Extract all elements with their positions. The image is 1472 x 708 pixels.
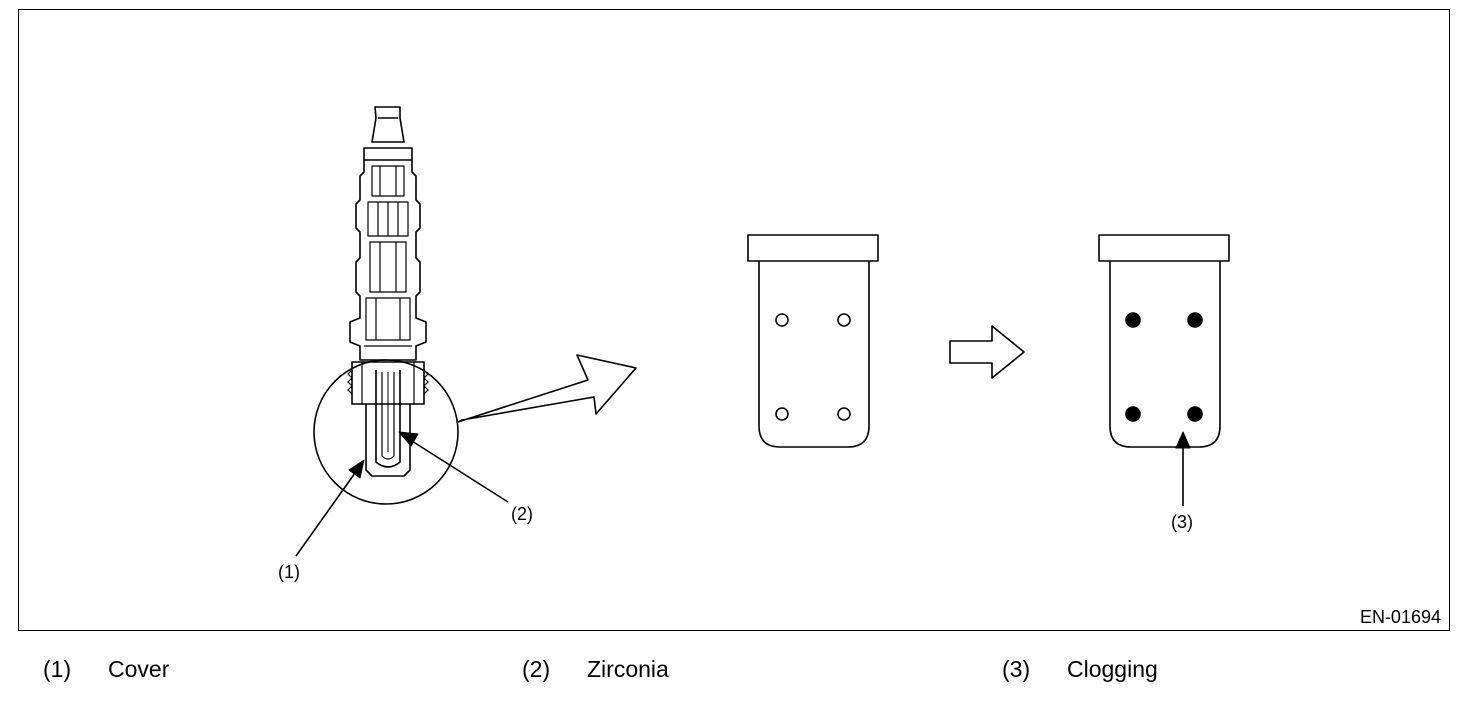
legend-label: Zirconia <box>587 656 669 682</box>
hole-clean <box>775 407 789 421</box>
leader-arrowhead-2 <box>398 431 419 447</box>
sensor-internals <box>364 165 412 347</box>
leader-line-1 <box>295 465 361 557</box>
leader-arrowhead-3 <box>1175 431 1191 449</box>
hole-clogged <box>1125 406 1141 422</box>
sensor-lead <box>371 106 405 143</box>
callout-2: (2) <box>511 504 533 524</box>
cover-detail-clogged <box>1098 234 1230 506</box>
figure-id: EN-01694 <box>1360 607 1441 627</box>
hole-clogged <box>1187 312 1203 328</box>
legend-number: (3) <box>1002 656 1031 682</box>
sensor-zirconia-element <box>375 370 401 468</box>
legend-number: (2) <box>522 656 551 682</box>
cover-body-clogged <box>1109 261 1221 448</box>
sensor-cover <box>365 404 411 477</box>
cover-detail-clean <box>747 234 879 448</box>
sensor-upper-body <box>349 147 427 361</box>
transition-arrow <box>949 325 1025 379</box>
leader-arrowhead-1 <box>348 459 365 479</box>
callout-1: (1) <box>278 562 300 582</box>
hole-clean <box>775 313 789 327</box>
cover-cap-clogged <box>1098 234 1230 262</box>
cover-body-clean <box>758 261 870 448</box>
hole-clogged <box>1125 312 1141 328</box>
figure-frame <box>18 9 1450 631</box>
callout-3: (3) <box>1171 512 1193 532</box>
leader-line-2 <box>403 435 509 503</box>
hole-clogged <box>1187 406 1203 422</box>
oxygen-sensor <box>313 106 459 505</box>
magnify-circle <box>313 359 459 505</box>
hole-clean <box>837 313 851 327</box>
hole-clean <box>837 407 851 421</box>
legend-label: Cover <box>108 656 170 682</box>
magnify-arrow <box>457 354 637 423</box>
cover-cap-clean <box>747 234 879 262</box>
legend-label: Clogging <box>1067 656 1158 682</box>
legend-number: (1) <box>43 656 72 682</box>
